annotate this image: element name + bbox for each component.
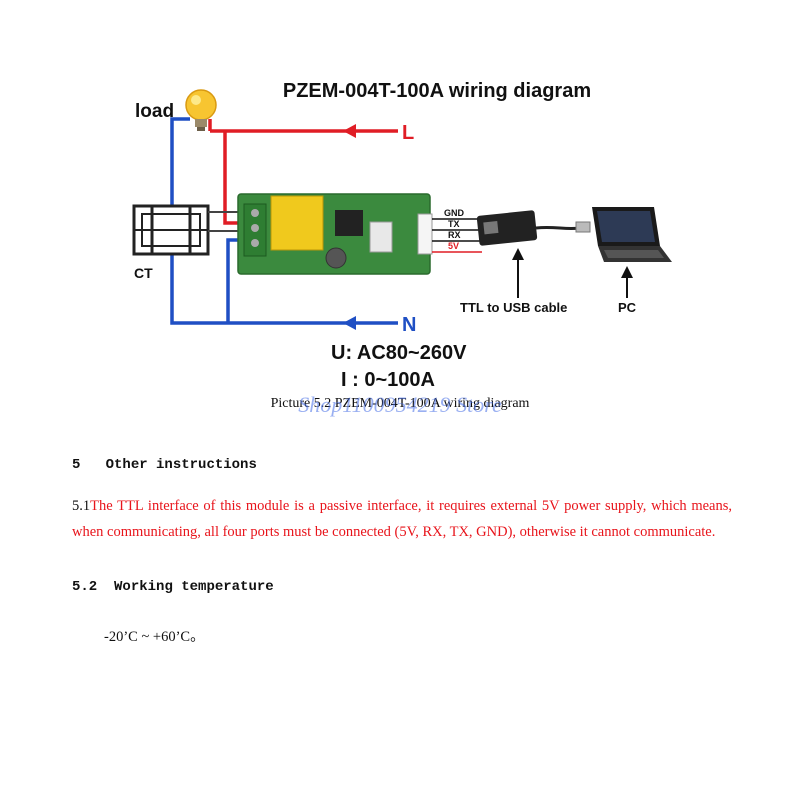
laptop-icon — [592, 207, 672, 262]
section-5-number: 5 — [72, 457, 81, 473]
section-5-heading: 5 Other instructions — [72, 457, 732, 473]
wiring-diagram: PZEM-004T-100A wiring diagram load L N C… — [132, 80, 672, 391]
ct-leads — [208, 211, 242, 232]
line-label: L — [402, 122, 414, 144]
line-wire — [208, 119, 398, 225]
light-bulb-icon — [185, 89, 217, 131]
temperature-range: -20’C ~ +60’C。 — [104, 629, 205, 645]
current-transformer — [132, 204, 210, 256]
section-5-2-heading: 5.2 Working temperature — [72, 579, 732, 595]
voltage-spec: U: AC80~260V — [331, 342, 467, 364]
section-5-1-paragraph: 5.1The TTL interface of this module is a… — [72, 493, 732, 545]
pc-arrow-icon — [621, 266, 633, 278]
pc-label: PC — [618, 300, 637, 315]
section-5-1-text: The TTL interface of this module is a pa… — [72, 498, 732, 540]
section-5-1-number: 5.1 — [72, 498, 91, 514]
pin-label-tx: TX — [448, 219, 460, 229]
load-label: load — [135, 101, 174, 122]
figure-caption: Picture 5.2 PZEM-004T-100A wiring diagra… — [270, 396, 530, 411]
section-5-2-title: Working temperature — [114, 579, 274, 595]
line-arrow-icon — [343, 124, 356, 138]
current-spec: I : 0~100A — [341, 369, 435, 391]
pzem-module-board — [237, 193, 433, 275]
ttl-pins: GND TX RX 5V — [432, 208, 482, 253]
neutral-arrow-icon — [343, 316, 356, 330]
neutral-label: N — [402, 314, 416, 336]
pin-label-5v: 5V — [448, 241, 459, 251]
ct-label: CT — [134, 265, 153, 281]
section-5-2-number: 5.2 — [72, 579, 98, 595]
cable-label: TTL to USB cable — [460, 300, 567, 315]
ttl-usb-adapter — [476, 210, 591, 246]
pin-label-gnd: GND — [444, 208, 465, 218]
diagram-title: PZEM-004T-100A wiring diagram — [283, 80, 591, 102]
section-5-title: Other instructions — [105, 457, 257, 473]
pin-label-rx: RX — [448, 230, 461, 240]
cable-arrow-icon — [512, 248, 524, 260]
